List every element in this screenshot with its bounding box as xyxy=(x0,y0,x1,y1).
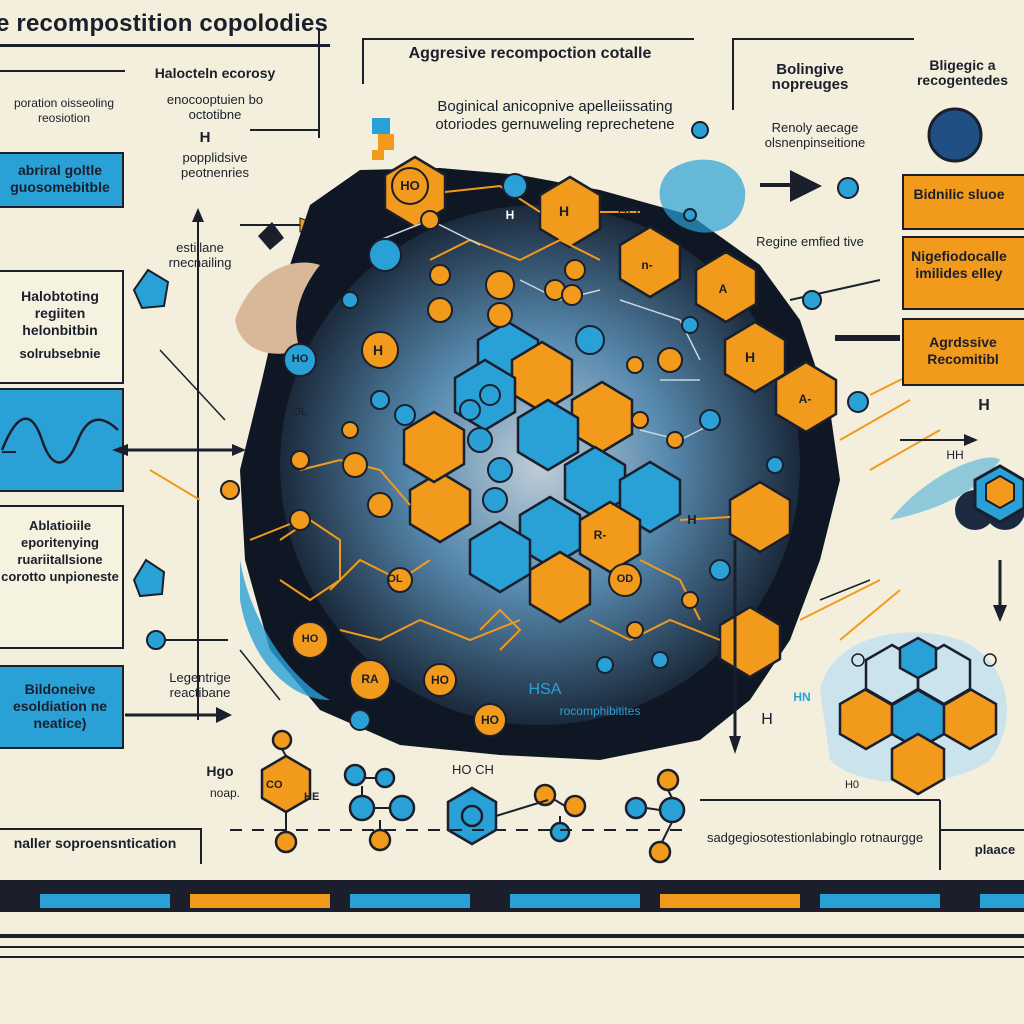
bottom-hochs: HO CH xyxy=(452,762,494,777)
right-orange-box-3-label: Agrdssive Recomitibl xyxy=(927,334,999,367)
bottom-line-3 xyxy=(0,956,1024,958)
left-box-4-label: Ablatioiile eporitenying ruariitallsione… xyxy=(1,518,119,584)
atom-label-11: R- xyxy=(593,528,607,542)
header-right-line xyxy=(318,28,320,138)
bottom-hex-label: CO xyxy=(266,779,283,791)
bottom-h-text: H xyxy=(761,711,773,728)
left-box-1: abriral goltle guosomebitble xyxy=(0,152,124,208)
bottom-right-caption: plaace xyxy=(974,842,1016,857)
second-column-lines xyxy=(112,129,324,723)
right-heading-a: Bolingive nopreuges xyxy=(771,61,849,93)
right-orange-box-2: Nigefiodocalle imilides elley xyxy=(902,236,1024,310)
title-underline xyxy=(0,44,330,47)
atom-label-4: n- xyxy=(641,258,653,272)
page-title: e recompostition copolodies xyxy=(0,10,329,37)
atom-label-13: HO xyxy=(431,673,449,687)
top-center-frame xyxy=(362,38,694,84)
right-h-label: H xyxy=(978,397,990,414)
right-renoly-text: Renoly aecage olsnenpinseitione xyxy=(764,120,866,150)
atom-label-15: OD xyxy=(616,573,634,585)
top-center-label: Aggresive recompoction cotalle xyxy=(408,45,652,62)
center-subtitle: Boginical anicopnive apelleiissating oto… xyxy=(435,98,675,133)
atom-label-8: HO xyxy=(291,353,309,365)
atom-label-12: RA xyxy=(361,672,379,686)
bottom-line-1 xyxy=(0,934,1024,938)
left-box-5-label: Bildoneive esoldiation ne neatice) xyxy=(12,681,108,731)
left-box-4: Ablatioiile eporitenying ruariitallsione… xyxy=(0,505,124,649)
hsa-label: HSA xyxy=(528,681,562,698)
left-box-2-label: Halobtoting regiiten helonbitbin xyxy=(21,288,99,338)
bottom-mid-caption: sadgegiosotestionlabinglo rotnaurgge xyxy=(706,830,924,845)
atom-label-6: H xyxy=(744,349,756,365)
atom-label-17: OL xyxy=(387,573,403,585)
atom-label-18: H xyxy=(505,208,515,222)
second-top-4: popplidsive peotnenries xyxy=(181,150,249,180)
atom-label-7: A- xyxy=(798,392,812,406)
svg-text:HE: HE xyxy=(304,791,319,803)
bottom-stripe-color xyxy=(0,894,1024,908)
right-orange-box-2-label: Nigefiodocalle imilides elley xyxy=(911,248,1007,281)
right-regime-text: Regine emfied tive xyxy=(756,234,864,249)
atom-label-10: H xyxy=(687,512,697,527)
atom-label-1: H xyxy=(558,203,570,219)
left-intro-text: poration oisseoling reosiotion xyxy=(13,96,115,125)
right-orange-box-1-label: Bidnilic sluoe xyxy=(913,186,1005,202)
right-heading-b: Bligegic a recogentedes xyxy=(916,57,1009,88)
left-column-rule xyxy=(0,70,125,72)
second-top-1: Halocteln ecorosy xyxy=(154,65,276,81)
right-orange-box-1: Bidnilic sluoe xyxy=(902,174,1024,230)
second-top-3: H xyxy=(199,129,211,146)
atom-label-9: OL xyxy=(292,406,308,418)
bottom-hgo: Hgo xyxy=(206,763,234,779)
left-footer-frame xyxy=(0,828,202,864)
right-orange-box-3: Agrdssive Recomitibl xyxy=(902,318,1024,386)
second-top-2: enocooptuien bo octotibne xyxy=(166,92,264,122)
bottom-stripe-dark-2 xyxy=(0,908,1024,912)
hexagon-group xyxy=(383,155,838,679)
left-box-5: Bildoneive esoldiation ne neatice) xyxy=(0,665,124,749)
left-box-2b-label: solrubsebnie xyxy=(19,346,101,361)
atom-label-14: HO xyxy=(481,713,499,727)
atom-label-5: A xyxy=(718,282,728,296)
atom-nodes xyxy=(220,121,784,737)
bond-lines xyxy=(249,184,731,651)
atom-label-2: HO xyxy=(617,203,639,219)
bottom-noap: noap. xyxy=(209,786,241,800)
wave-icon xyxy=(0,417,119,464)
bottom-stripe-dark xyxy=(0,880,1024,894)
left-wave-box xyxy=(0,388,124,492)
second-bottom-text: Legentrige reactibane xyxy=(169,670,231,700)
atom-label-0: HO xyxy=(400,178,420,193)
second-mid-text: estillane rnecnailing xyxy=(168,240,232,270)
atom-label-16: HO xyxy=(301,633,319,645)
bottom-line-2 xyxy=(0,946,1024,948)
left-footer-label: naller soproensntication xyxy=(13,835,177,851)
left-box-2: Halobtoting regiiten helonbitbin xyxy=(0,270,124,384)
right-top-frame xyxy=(732,38,914,110)
right-hh-label: HH xyxy=(946,448,964,462)
hsa-sub-label: rocomphibitites xyxy=(559,704,641,718)
bottom-hn-text: HN xyxy=(793,690,811,704)
bottom-h0-text: H0 xyxy=(844,779,860,791)
left-box-1-label: abriral goltle guosomebitble xyxy=(10,162,110,195)
atom-label-3: H xyxy=(372,342,384,358)
